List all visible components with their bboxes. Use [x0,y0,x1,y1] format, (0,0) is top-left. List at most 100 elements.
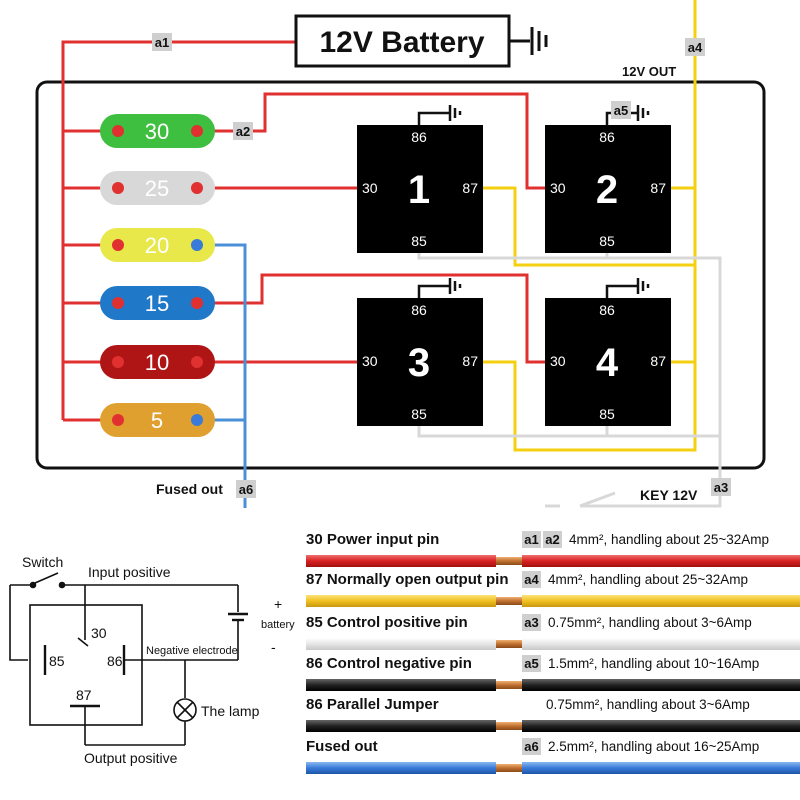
fuse-body [100,345,215,379]
wire-a1-feed [61,40,296,420]
fuse-rating: 25 [145,176,169,201]
legend-row: 86 Control negative pin a5 1.5mm², handlin… [306,655,800,691]
battery-block: 12V Battery [294,14,548,68]
fuse-25: 25 [100,171,215,205]
battery-label: 12V Battery [319,26,484,59]
relay-number: 2 [596,168,618,212]
key-switch-lever [579,491,616,508]
legend-wire-right [522,638,800,650]
tag-a5: a5 [614,103,628,118]
relay-pin-right: 87 [462,353,478,369]
relay-pin-top: 86 [599,302,615,318]
relay-schematic-box [29,604,143,726]
relay-number: 1 [408,168,430,212]
wire-relay3-87 [483,360,697,452]
legend-title: 86 Parallel Jumper [306,696,439,713]
relay-schematic [9,572,248,746]
wire-85-jumper-top [417,252,609,260]
relay-number: 3 [408,341,430,385]
fuse-column: 30 25 20 15 10 5 [100,114,215,437]
legend-wire-left [306,679,496,691]
wire-a2-relay2-30 [210,92,545,190]
tag-a4: a4 [688,40,703,55]
legend-wire-core [496,764,522,772]
legend-desc: 2.5mm², handling about 16~25Amp [548,739,759,754]
legend-wire-right [522,595,800,607]
tag-a6: a6 [239,482,253,497]
legend-wire-right [522,555,800,567]
relay-pin-right: 87 [462,180,478,196]
relay-pin-top: 86 [411,129,427,145]
fuse-terminal-out [191,239,203,251]
legend-wire-left [306,595,496,607]
fuse-terminal-out [191,125,203,137]
fuse-terminal-in [112,297,124,309]
fuse-box-outline [35,80,766,470]
fuse-rating: 20 [145,233,169,258]
legend-tag: a5 [524,656,538,671]
fuse-terminal-in [112,414,124,426]
schematic-pin-85: 85 [49,653,65,669]
legend-desc: 1.5mm², handling about 10~16Amp [548,656,759,671]
legend-wire-core [496,722,522,730]
relay-body [357,298,483,426]
relay-pin-left: 30 [550,353,566,369]
label-key-12v: KEY 12V [640,487,698,503]
wire-relay4-30 [210,273,545,364]
legend-tag: a1 [524,532,538,547]
relay-body [545,298,671,426]
legend-wire-left [306,720,496,732]
legend-wire-core [496,557,522,565]
fuse-5: 5 [100,403,215,437]
schematic-battery-label: battery [261,619,295,631]
relay-pin-left: 30 [362,353,378,369]
legend-desc: 0.75mm², handling about 3~6Amp [548,615,752,630]
legend-title: 87 Normally open output pin [306,571,509,588]
fuse-10: 10 [100,345,215,379]
schematic-plus: + [274,596,282,612]
battery-box [294,14,511,68]
schematic-input-positive: Input positive [88,564,171,580]
wire-85-jumper-bottom [417,425,609,438]
relay-pin-left: 30 [550,180,566,196]
legend-desc: 0.75mm², handling about 3~6Amp [546,697,750,712]
relay-pin-right: 87 [650,180,666,196]
wire-a3-85 [607,256,722,478]
fuse-terminal-out [191,182,203,194]
legend-tag: a2 [545,532,559,547]
legend-title: 85 Control positive pin [306,614,468,631]
fuse-terminal-out [191,356,203,368]
legend-wire-left [306,555,496,567]
relay-number: 4 [596,341,619,385]
fuse-rating: 15 [145,291,169,316]
fuse-30: 30 [100,114,215,148]
fuse-terminal-out [191,414,203,426]
schematic-switch-label: Switch [22,554,63,570]
legend-title: Fused out [306,738,378,755]
fuse-20: 20 [100,228,215,262]
relay-body [357,125,483,253]
legend-wire-left [306,638,496,650]
wire-relay1-87 [483,186,695,267]
legend-wire-core [496,681,522,689]
fuse-body [100,228,215,262]
wires [61,0,722,508]
schematic-pin-87: 87 [76,687,92,703]
legend-title: 86 Control negative pin [306,655,472,672]
legend-wire-core [496,640,522,648]
fuse-rating: 30 [145,119,169,144]
legend-title: 30 Power input pin [306,531,439,548]
label-12v-out: 12V OUT [622,64,676,79]
tag-a3: a3 [714,480,728,495]
legend-tag: a4 [524,572,539,587]
fuse-body [100,286,215,320]
relay-pin-bottom: 85 [599,233,615,249]
